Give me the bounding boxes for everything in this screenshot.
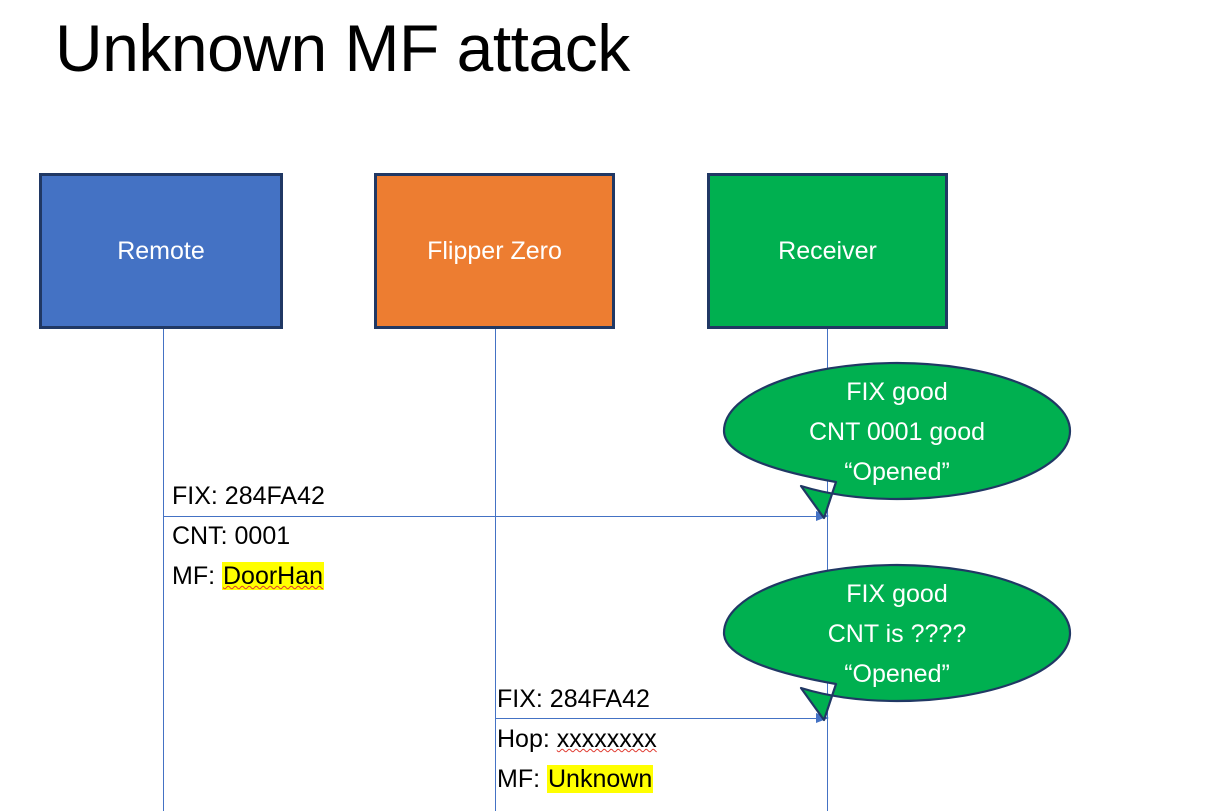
message-line-cnt: CNT: 0001 bbox=[172, 516, 325, 556]
message-line-mf-label: MF: bbox=[172, 562, 216, 590]
callout-shape bbox=[722, 361, 1072, 520]
message-label-remote-to-receiver: FIX: 284FA42 CNT: 0001 MF: DoorHan bbox=[172, 476, 325, 596]
lifeline-flipper-zero bbox=[495, 329, 496, 811]
actor-box-flipper-zero[interactable]: Flipper Zero bbox=[374, 173, 615, 329]
message-line-fix-value: 284FA42 bbox=[224, 482, 325, 510]
message-line-mf: MF: Unknown bbox=[497, 759, 657, 799]
message-line-fix-value: 284FA42 bbox=[549, 685, 650, 713]
message-line-hop-value: xxxxxxxx bbox=[556, 725, 657, 753]
message-line-mf: MF: DoorHan bbox=[172, 556, 325, 596]
message-line-mf-value: DoorHan bbox=[222, 562, 325, 590]
message-line-mf-label: MF: bbox=[497, 765, 541, 793]
message-line-mf-value: Unknown bbox=[547, 765, 654, 793]
page-title: Unknown MF attack bbox=[55, 11, 630, 85]
callout-bubble-first-reply[interactable]: FIX good CNT 0001 good “Opened” bbox=[722, 361, 1072, 520]
callout-bubble-second-reply[interactable]: FIX good CNT is ???? “Opened” bbox=[722, 563, 1072, 722]
message-label-flipper-to-receiver: FIX: 284FA42 Hop: xxxxxxxx MF: Unknown bbox=[497, 679, 657, 799]
message-line-hop: Hop: xxxxxxxx bbox=[497, 719, 657, 759]
actor-label-flipper-zero: Flipper Zero bbox=[427, 237, 562, 265]
message-line-fix-label: FIX: bbox=[497, 685, 543, 713]
actor-box-remote[interactable]: Remote bbox=[39, 173, 283, 329]
message-line-fix-label: FIX: bbox=[172, 482, 218, 510]
message-line-cnt-value: 0001 bbox=[234, 522, 291, 550]
actor-label-receiver: Receiver bbox=[778, 237, 877, 265]
message-line-cnt-label: CNT: bbox=[172, 522, 228, 550]
callout-shape bbox=[722, 563, 1072, 722]
message-line-fix: FIX: 284FA42 bbox=[172, 476, 325, 516]
actor-box-receiver[interactable]: Receiver bbox=[707, 173, 948, 329]
message-line-hop-label: Hop: bbox=[497, 725, 550, 753]
lifeline-remote bbox=[163, 329, 164, 811]
message-line-fix: FIX: 284FA42 bbox=[497, 679, 657, 719]
actor-label-remote: Remote bbox=[117, 237, 205, 265]
